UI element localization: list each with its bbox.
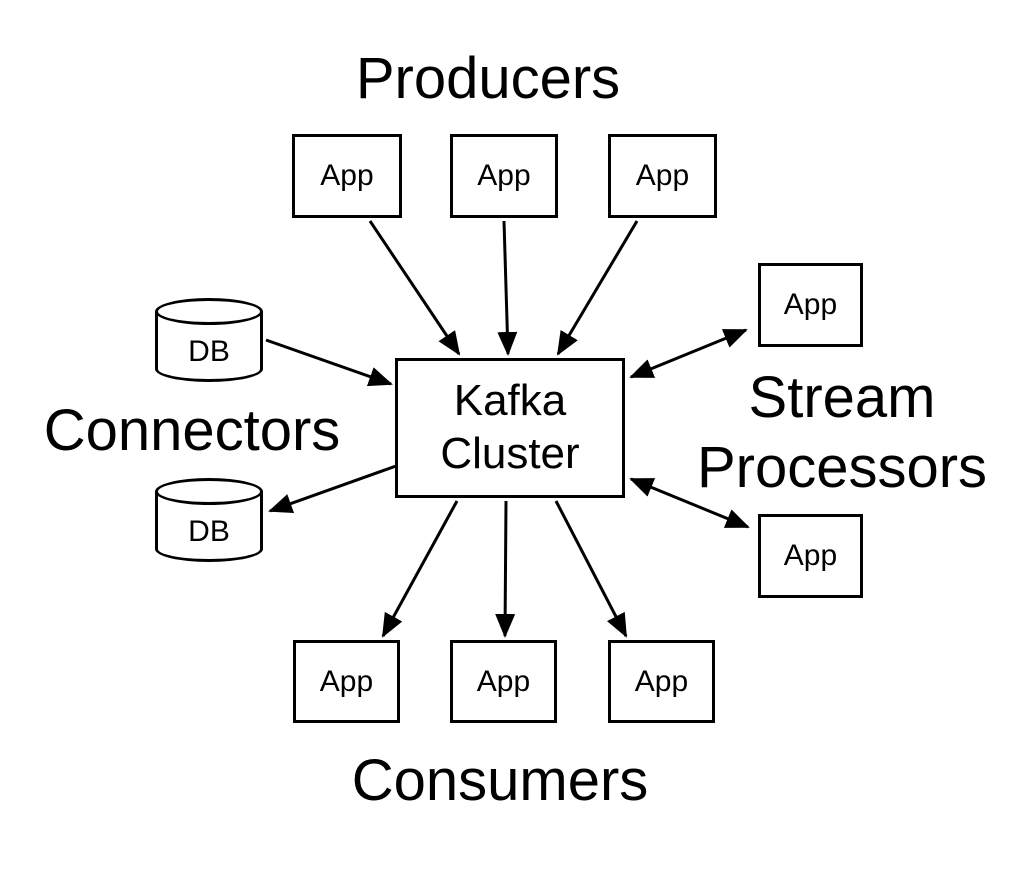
stream-processors-title: Stream Processors (696, 365, 988, 500)
consumer-app-label-3: App (634, 664, 689, 698)
connector-db-source-label: DB (188, 334, 230, 368)
edge-db-source-to-kafka (265, 338, 393, 387)
edge-kafka-to-consumer-2 (495, 500, 516, 638)
cylinder-top-ellipse (155, 478, 263, 505)
edge-producer-3-to-kafka (556, 220, 639, 356)
edge-kafka-to-consumer-1 (381, 500, 459, 638)
producer-app-label-2: App (477, 159, 531, 192)
consumer-app-label-2: App (476, 664, 531, 698)
connectors-title: Connectors (43, 398, 341, 463)
producer-app-box-3: App (608, 134, 717, 218)
consumer-app-box-2: App (450, 640, 557, 723)
connector-db-sink-label: DB (188, 514, 230, 548)
consumer-app-box-1: App (293, 640, 400, 723)
cylinder-top-ellipse (155, 298, 263, 325)
edge-kafka-stream-2-two-way (629, 477, 750, 529)
consumer-app-box-3: App (608, 640, 715, 723)
producer-app-label-3: App (635, 159, 690, 192)
consumer-app-label-1: App (319, 664, 374, 698)
stream-app-box-1: App (758, 263, 863, 347)
edge-producer-2-to-kafka (497, 220, 518, 356)
connector-db-source-cylinder: DB (155, 298, 263, 382)
stream-app-label-1: App (783, 288, 838, 321)
edge-producer-1-to-kafka (368, 220, 461, 356)
stream-app-box-2: App (758, 514, 863, 598)
producer-app-box-2: App (450, 134, 558, 218)
producer-app-label-1: App (320, 159, 374, 192)
edge-kafka-stream-1-two-way (629, 328, 748, 379)
edge-kafka-to-consumer-3 (554, 500, 628, 638)
kafka-cluster-box: Kafka Cluster (395, 358, 625, 498)
stream-app-label-2: App (783, 539, 838, 572)
producer-app-box-1: App (292, 134, 402, 218)
kafka-cluster-label: Kafka Cluster (440, 376, 580, 478)
edge-kafka-to-db-sink (268, 464, 397, 514)
consumers-title: Consumers (351, 748, 649, 813)
connector-db-sink-cylinder: DB (155, 478, 263, 562)
producers-title: Producers (355, 46, 621, 111)
